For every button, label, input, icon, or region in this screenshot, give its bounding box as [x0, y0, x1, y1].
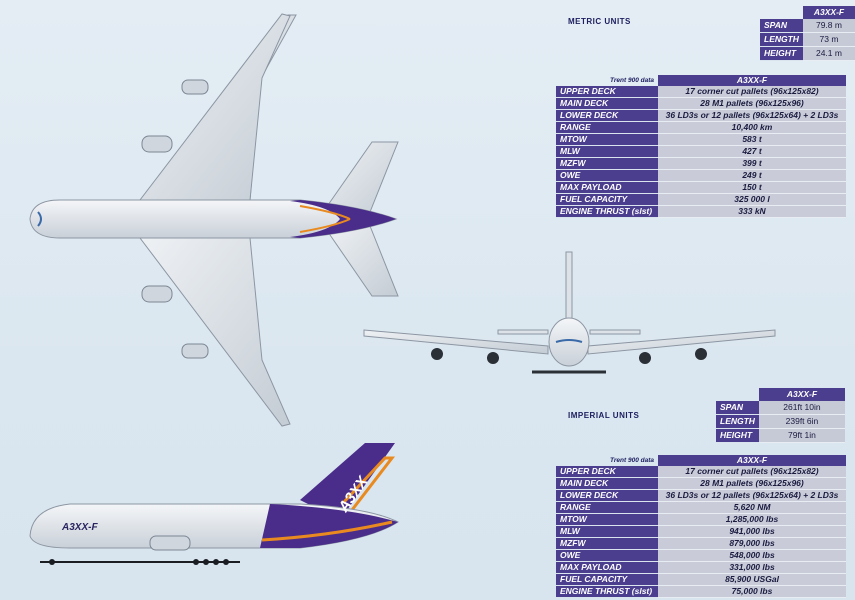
- top-view-cockpit: [37, 211, 42, 227]
- imperial-dims-header: A3XX-F: [758, 388, 845, 401]
- table-row: ENGINE THRUST (slst)333 kN: [556, 205, 846, 218]
- metric-table-header: A3XX-F: [658, 75, 846, 86]
- side-view-fuselage-name: A3XX-F: [61, 522, 98, 533]
- top-view-aircraft: [29, 13, 399, 427]
- top-view-lower-stabilizer: [327, 225, 399, 297]
- imperial-note: Trent 900 data: [610, 457, 654, 464]
- top-view-upper-wing-surface: [138, 13, 291, 201]
- imperial-section-title: IMPERIAL UNITS: [568, 411, 640, 420]
- imperial-table-header: A3XX-F: [658, 455, 846, 466]
- top-view-tail-livery: [290, 200, 396, 238]
- front-view-fuselage: [548, 317, 590, 367]
- top-view-upper-stabilizer: [327, 141, 399, 213]
- side-view-engine: [149, 535, 191, 551]
- side-view-tail-fin: [300, 443, 395, 520]
- front-engine-2: [487, 352, 499, 364]
- front-engine-1: [431, 348, 443, 360]
- table-row: ENGINE THRUST (slst)75,000 lbs: [556, 585, 846, 598]
- top-engine-2: [141, 135, 173, 153]
- top-engine-4: [181, 343, 209, 359]
- top-view-lower-wing: [138, 237, 291, 427]
- metric-dims-header: A3XX-F: [802, 6, 855, 19]
- front-view-aircraft: [363, 251, 776, 374]
- top-engine-1: [181, 79, 209, 95]
- front-engine-3: [639, 352, 651, 364]
- metric-note: Trent 900 data: [610, 77, 654, 84]
- top-engine-3: [141, 285, 173, 303]
- metric-section-title: METRIC UNITS: [568, 17, 631, 26]
- side-view-aircraft: A3XX-F A3XX: [29, 443, 400, 565]
- front-engine-4: [695, 348, 707, 360]
- front-view-fin: [565, 251, 573, 325]
